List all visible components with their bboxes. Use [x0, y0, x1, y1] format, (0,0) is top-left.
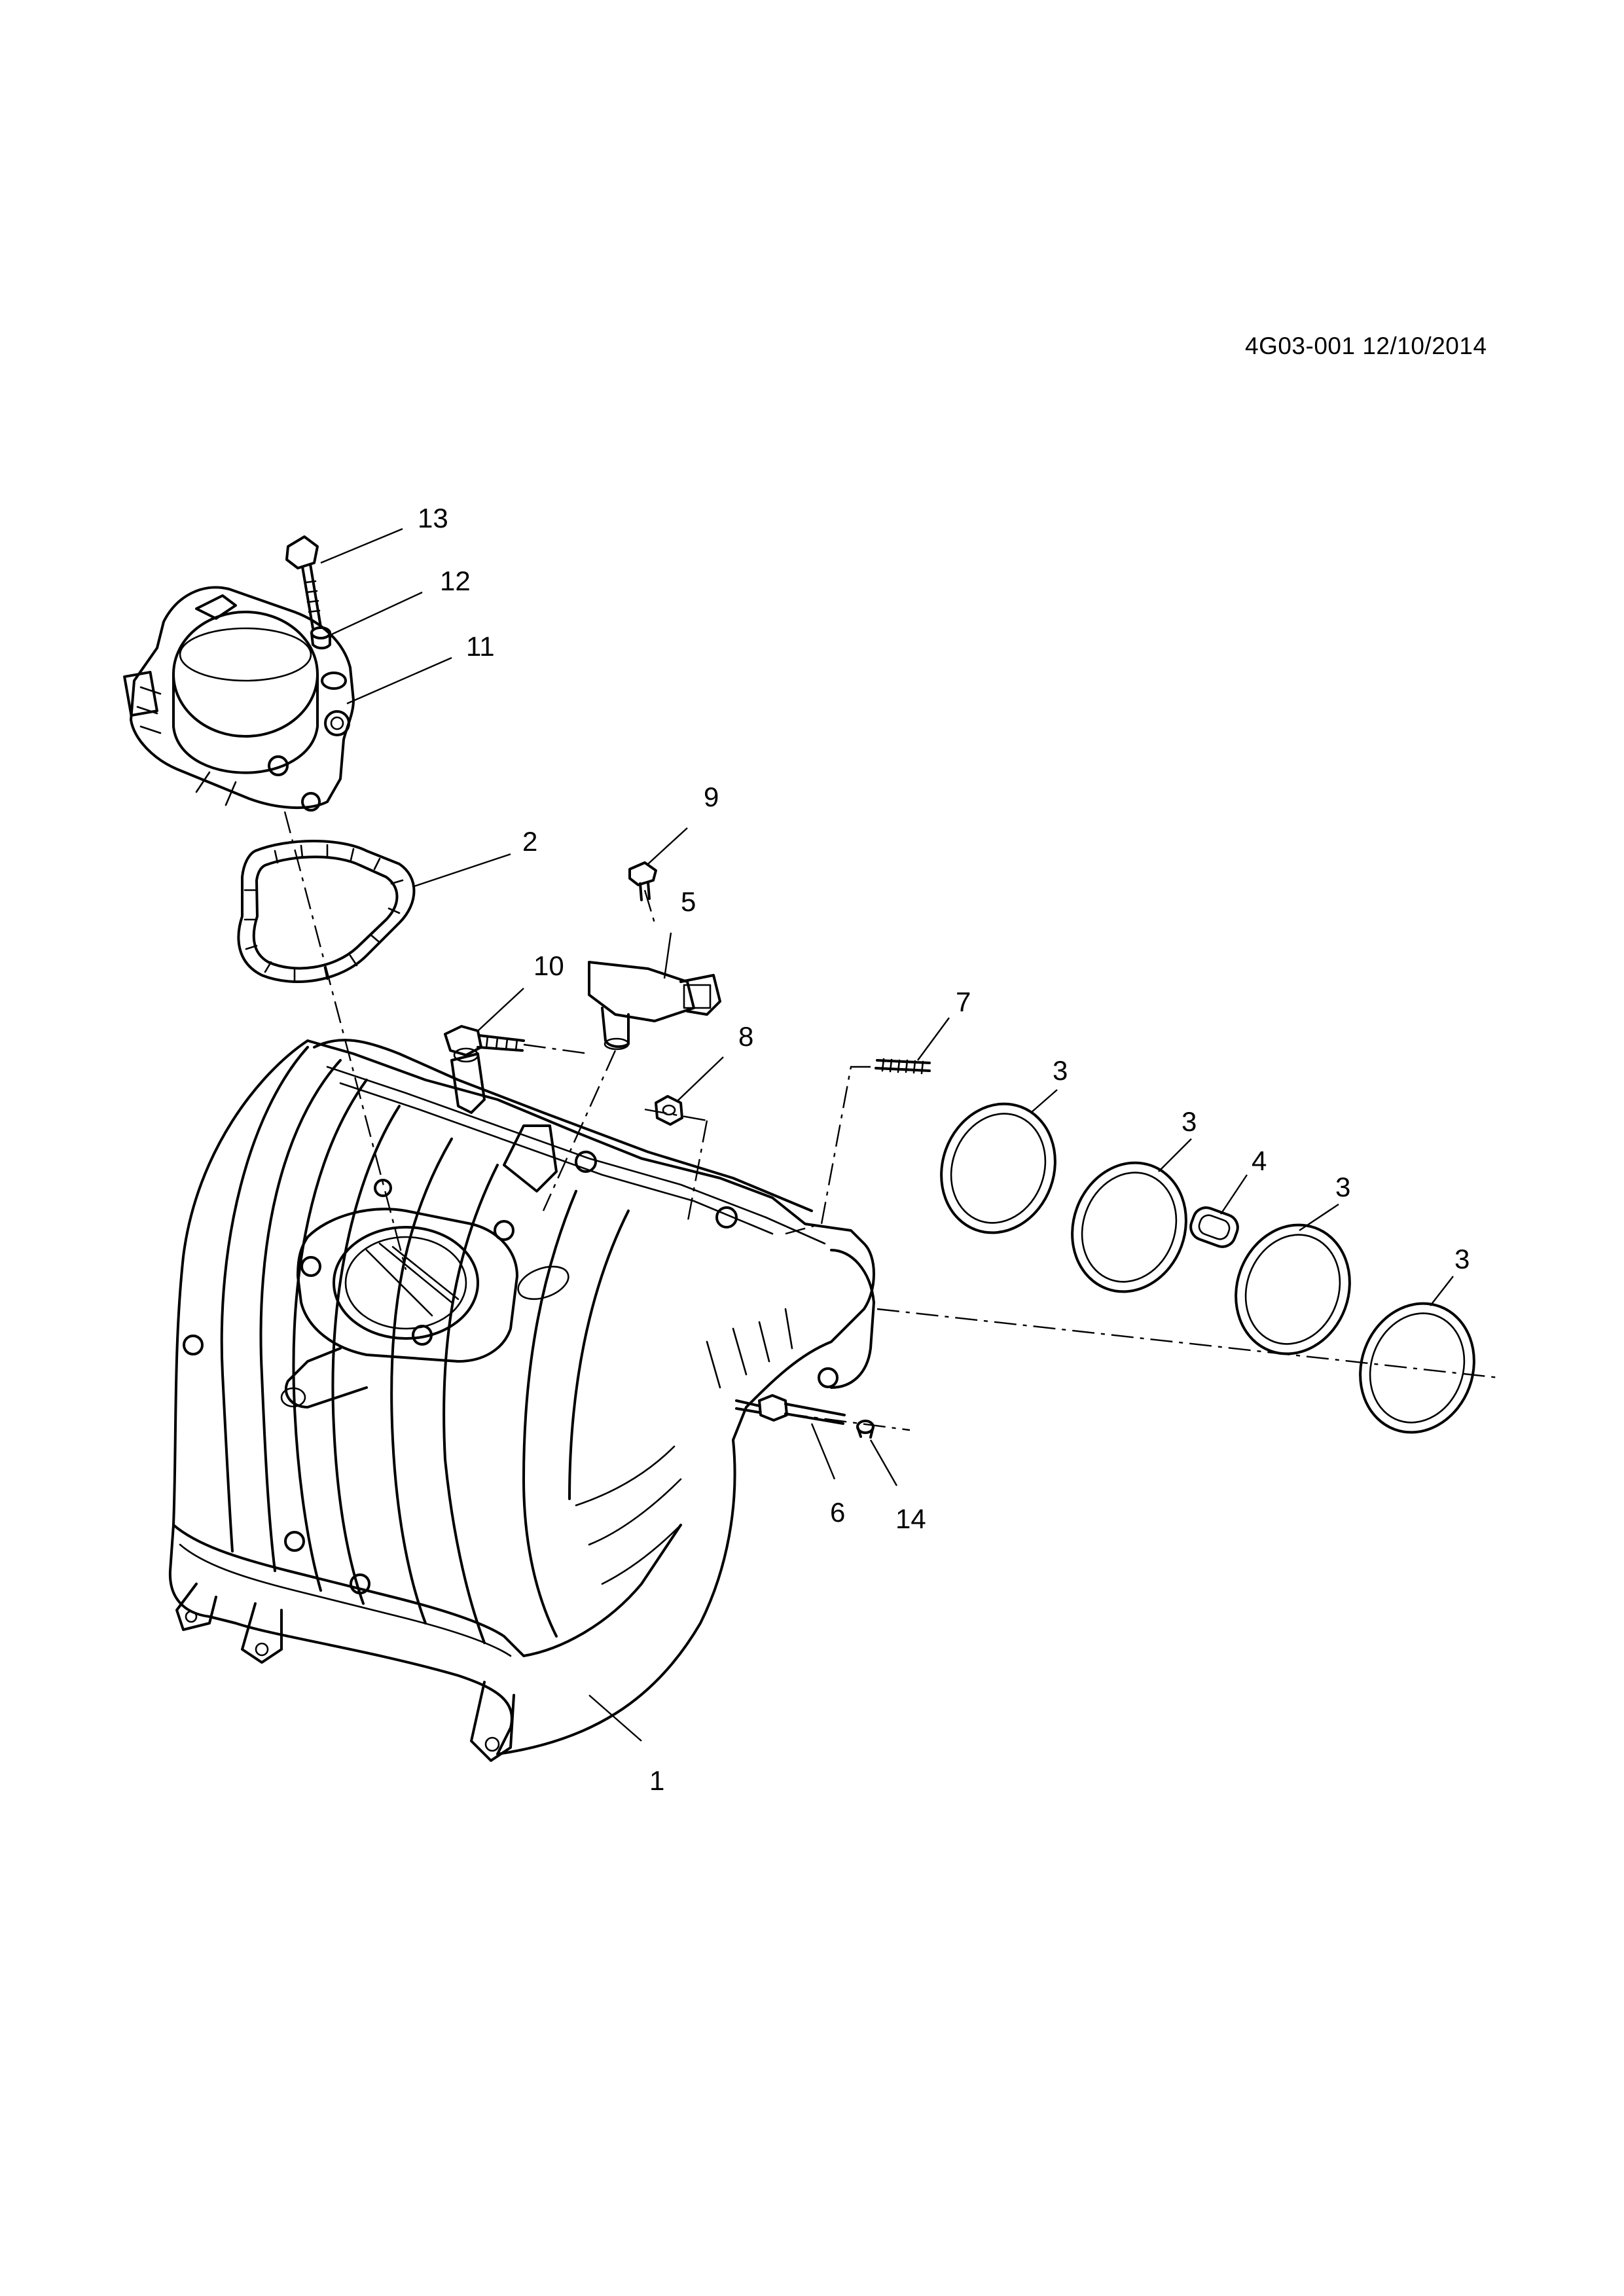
map-sensor [588, 961, 721, 1050]
throttle-bolt [285, 535, 322, 630]
callout-9: 9 [704, 781, 719, 812]
callout-3-gasket-3: 3 [1335, 1172, 1350, 1202]
callout-3-gasket-4: 3 [1454, 1244, 1470, 1274]
manifold-stud [875, 1058, 931, 1075]
callout-8: 8 [738, 1021, 753, 1052]
callout-14: 14 [895, 1503, 926, 1534]
callout-13: 13 [418, 503, 448, 533]
callout-6: 6 [830, 1497, 845, 1528]
callout-5: 5 [681, 886, 696, 917]
spacer [856, 1420, 875, 1439]
callout-2: 2 [522, 826, 537, 857]
port-gasket-2 [1071, 1161, 1187, 1293]
callout-12: 12 [440, 565, 471, 596]
port-gasket-4 [1359, 1302, 1475, 1434]
callout-10: 10 [533, 950, 564, 981]
small-gasket [1189, 1206, 1239, 1248]
port-gasket-1 [940, 1102, 1056, 1234]
port-gasket-3 [1235, 1223, 1351, 1355]
stud-bolt [735, 1394, 846, 1425]
leader-lines [320, 528, 1454, 1742]
callout-11: 11 [466, 631, 495, 662]
throttle-body [123, 586, 355, 812]
callout-1: 1 [649, 1765, 664, 1796]
bushing [310, 626, 331, 650]
callout-7: 7 [956, 986, 971, 1017]
document-reference: 4G03-001 12/10/2014 [1245, 332, 1487, 359]
throttle-gasket [237, 840, 416, 983]
callout-labels: 13 12 11 9 2 5 10 7 8 3 3 4 3 3 6 14 1 [418, 503, 1470, 1796]
callout-4: 4 [1252, 1145, 1267, 1176]
manifold-nut [655, 1095, 683, 1126]
callout-3-gasket-2: 3 [1182, 1106, 1197, 1137]
callout-3-gasket-1: 3 [1053, 1055, 1068, 1086]
sensor-screw [628, 861, 657, 901]
manifold-bolt [444, 1025, 525, 1056]
intake-manifold [168, 1039, 875, 1762]
alignment-lines [283, 811, 1500, 1431]
